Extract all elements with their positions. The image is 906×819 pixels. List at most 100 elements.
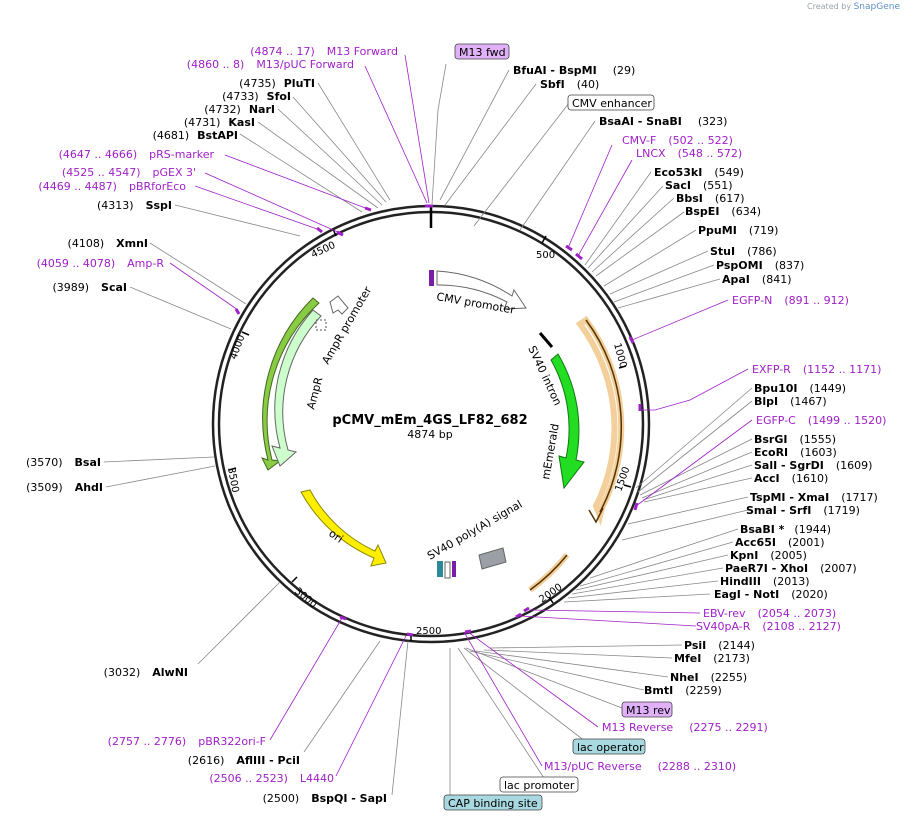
primer-label-m13-puc-reverse[interactable]: M13/pUC Reverse(2288 .. 2310) [544, 760, 736, 773]
primer-label-prs-marker[interactable]: (4647 .. 4666)pRS-marker [59, 148, 215, 161]
primer-leader [467, 631, 599, 728]
primer-label-m13-forward[interactable]: (4874 .. 17)M13 Forward [250, 45, 398, 58]
cap-binding-site-box[interactable] [443, 794, 543, 811]
primer-marker [633, 502, 639, 511]
enzyme-label-ahdi[interactable]: (3509)AhdI [26, 481, 103, 494]
primer-leader [635, 419, 753, 507]
enzyme-label-bpu10i[interactable]: Bpu10I(1449) [754, 382, 846, 395]
primer-leader [463, 631, 543, 767]
primer-label-m13-reverse[interactable]: M13 Reverse(2275 .. 2291) [602, 721, 768, 734]
lac-operator-label: lac operator [577, 741, 644, 754]
enzyme-label-blpi[interactable]: BlpI(1467) [754, 395, 827, 408]
leader-line [635, 387, 753, 489]
enzyme-label-mfei[interactable]: MfeI(2173) [674, 652, 750, 665]
enzyme-label-smai[interactable]: SmaI - SrfI(1719) [746, 504, 860, 517]
enzyme-label-saci[interactable]: SacI(551) [665, 179, 733, 192]
enzyme-label-kasi[interactable]: (4731)KasI [184, 116, 255, 129]
enzyme-label-stui[interactable]: StuI(786) [710, 245, 777, 258]
enzyme-label-pspomi[interactable]: PspOMI(837) [716, 259, 804, 272]
enzyme-label-bfuai[interactable]: BfuAI - BspMI(29) [513, 64, 635, 77]
enzyme-label-bsai[interactable]: (3570)BsaI [26, 456, 101, 469]
m13-fwd-label: M13 fwd [459, 46, 506, 59]
enzyme-label-bmti[interactable]: BmtI(2259) [644, 684, 722, 697]
enzyme-label-xmni[interactable]: (4108)XmnI [68, 237, 148, 250]
m13-rev-box[interactable] [621, 701, 673, 718]
leader-line [174, 204, 301, 237]
leader-line [613, 264, 715, 303]
enzyme-label-scai[interactable]: (3989)ScaI [52, 281, 127, 294]
leader-line [105, 465, 216, 488]
tick-mark [241, 331, 250, 336]
primer-marker [406, 632, 414, 637]
lac-operator-box[interactable] [572, 738, 646, 755]
snapgene-credit: Created by SnapGene [807, 2, 900, 12]
enzyme-label-ppumi[interactable]: PpuMI(719) [698, 224, 778, 237]
leader-line [587, 185, 664, 269]
leader-line [444, 83, 537, 206]
primer-label-pbrforeco[interactable]: (4469 .. 4487)pBRforEco [38, 180, 186, 193]
primer-label-amp-r[interactable]: (4059 .. 4078)Amp-R [37, 257, 165, 270]
tick-mark [623, 484, 632, 488]
plasmid-name: pCMV_mEm_4GS_LF82_682 [332, 413, 527, 428]
primer-leader [224, 154, 369, 210]
enzyme-label-nari[interactable]: (4732)NarI [204, 103, 275, 116]
primer-label-cmv-f[interactable]: CMV-F(502 .. 522) [622, 134, 733, 147]
primer-label-l4440[interactable]: (2506 .. 2523)L4440 [209, 772, 334, 785]
enzyme-label-kpni[interactable]: KpnI(2005) [730, 549, 807, 562]
enzyme-label-hindiii[interactable]: HindIII(2013) [720, 575, 810, 588]
enzyme-label-bsabi[interactable]: BsaBI *(1944) [740, 523, 831, 536]
ampr-arrow[interactable] [271, 309, 322, 467]
enzyme-label-acci[interactable]: AccI(1610) [754, 472, 828, 485]
enzyme-label-psii[interactable]: PsiI(2144) [684, 639, 755, 652]
enzyme-label-eagi[interactable]: EagI - NotI(2020) [714, 588, 828, 601]
enzyme-label-paer7i[interactable]: PaeR7I - XhoI(2007) [725, 562, 857, 575]
ori-arrow[interactable] [300, 489, 387, 567]
enzyme-label-pluti[interactable]: (4735)PluTI [239, 77, 315, 90]
enzyme-label-bsrgi[interactable]: BsrGI(1555) [754, 433, 836, 446]
primer-label-lncx[interactable]: LNCX(548 .. 572) [636, 147, 742, 160]
enzyme-label-sspi[interactable]: (4313)SspI [97, 199, 172, 212]
primer-label-egfp-c[interactable]: EGFP-C(1499 .. 1520) [756, 414, 886, 427]
primer-label-sv40pa-r[interactable]: SV40pA-R(2108 .. 2127) [696, 620, 841, 633]
ori-label: ori [326, 527, 345, 546]
enzyme-label-ecori[interactable]: EcoRI(1603) [754, 446, 837, 459]
enzyme-label-acc65i[interactable]: Acc65I(2001) [735, 536, 825, 549]
enzyme-label-nhei[interactable]: NheI(2255) [670, 671, 747, 684]
leader-line [563, 593, 711, 603]
enzyme-label-sfoi[interactable]: (4733)SfoI [222, 90, 291, 103]
leader-line [642, 464, 753, 501]
leader-line [129, 286, 232, 330]
sv40-polya-box[interactable] [478, 547, 507, 570]
enzyme-label-bspei[interactable]: BspEI(634) [685, 205, 761, 218]
enzyme-label-bstapi[interactable]: (4681)BstAPI [153, 129, 238, 142]
ampr-promoter-arrow[interactable] [329, 295, 349, 315]
primer-label-exfp-r[interactable]: EXFP-R(1152 .. 1171) [752, 363, 881, 376]
primer-label-egfp-n[interactable]: EGFP-N(891 .. 912) [732, 294, 849, 307]
enzyme-label-bbsi[interactable]: BbsI(617) [676, 192, 745, 205]
memerald-arrow[interactable] [550, 353, 585, 490]
primer-marker [464, 629, 472, 634]
cmv-feature-marker [429, 270, 434, 286]
lac-promoter-box[interactable] [499, 776, 579, 793]
m13-fwd-box[interactable] [454, 43, 510, 60]
primer-label-pbr322ori-f[interactable]: (2757 .. 2776)pBR322ori-F [108, 735, 266, 748]
enzyme-label-alwni[interactable]: (3032)AlwNI [104, 666, 188, 679]
primer-feature-marker [452, 561, 456, 577]
enzyme-label-sbfi[interactable]: SbfI(40) [540, 78, 599, 91]
enzyme-label-tspmi[interactable]: TspMI - XmaI(1717) [750, 491, 878, 504]
enzyme-label-sali[interactable]: SalI - SgrDI(1609) [754, 459, 872, 472]
leader-line [469, 650, 645, 691]
enzyme-label-bspqi[interactable]: (2500)BspQI - SapI [263, 792, 387, 805]
primer-label-pgex3[interactable]: (4525 .. 4547)pGEX 3' [62, 166, 196, 179]
primer-label-m13-puc-forward[interactable]: (4860 .. 8)M13/pUC Forward [187, 58, 354, 71]
enzyme-label-afliii[interactable]: (2616)AflIII - PciI [188, 754, 300, 767]
cmv-promoter-arrow[interactable] [436, 270, 527, 310]
cmv-enhancer-box[interactable] [567, 94, 655, 111]
primer-marker [339, 615, 347, 621]
enzyme-label-bsaai[interactable]: BsaAI - SnaBI(323) [599, 115, 727, 128]
primer-label-ebv-rev[interactable]: EBV-rev(2054 .. 2073) [703, 607, 836, 620]
ampr-outline [261, 297, 320, 471]
enzyme-label-apai[interactable]: ApaI(841) [722, 273, 792, 286]
enzyme-label-eco53ki[interactable]: Eco53kI(549) [654, 166, 744, 179]
